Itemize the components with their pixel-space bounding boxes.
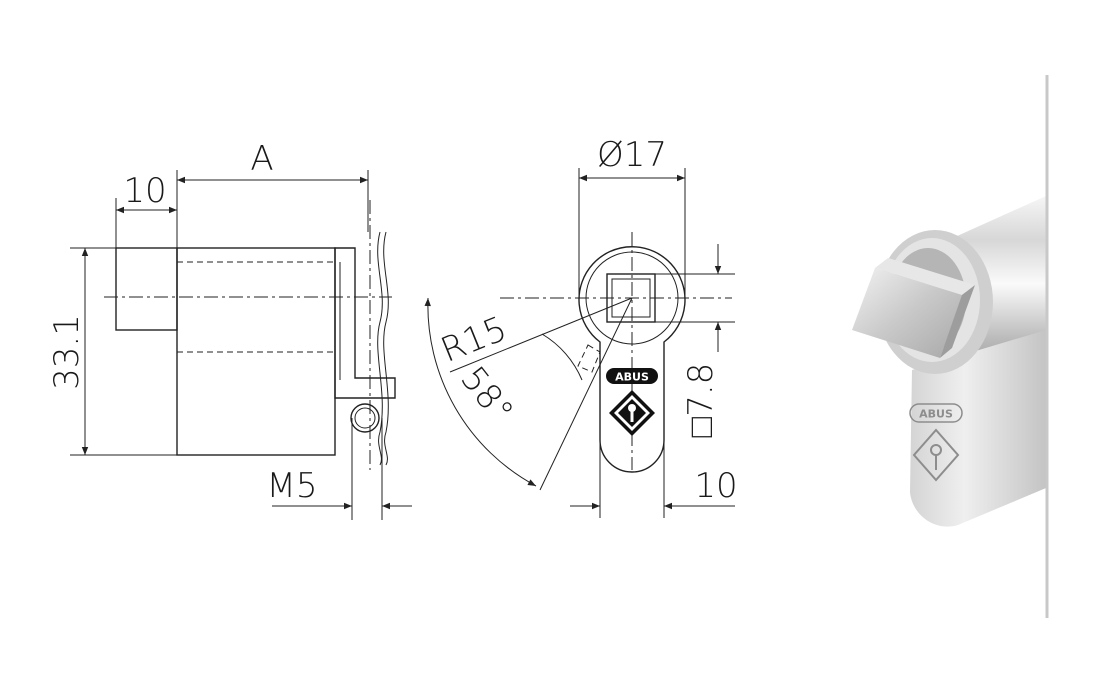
product-photo: ABUS <box>852 75 1049 618</box>
square-cam <box>852 268 962 358</box>
dim-10-label: 10 <box>123 171 166 211</box>
photo-abus-logo: ABUS <box>909 403 963 423</box>
dim-33-label: 33.1 <box>47 314 87 390</box>
photo-key-diamond-icon <box>912 428 960 482</box>
dim-a-label: A <box>250 139 273 179</box>
side-view: A 10 33.1 M5 <box>47 139 412 520</box>
abus-logo: ABUS <box>606 368 658 384</box>
cylinder-housing <box>910 330 1046 527</box>
svg-text:ABUS: ABUS <box>615 371 649 384</box>
flange <box>334 247 396 399</box>
plug-stub <box>115 247 178 331</box>
dim-r15-label: R15 <box>435 309 512 371</box>
dim-sq78-label: □7.8 <box>681 363 721 438</box>
svg-text:ABUS: ABUS <box>919 408 953 421</box>
dim-d17-label: Ø17 <box>597 135 667 175</box>
key-diamond-icon <box>609 390 655 436</box>
screw-hole <box>350 403 380 433</box>
front-view: ABUS Ø17 R15 58° □7.8 10 <box>424 135 738 518</box>
dim-m5-label: M5 <box>267 466 318 506</box>
dim-10b-label: 10 <box>694 466 737 506</box>
